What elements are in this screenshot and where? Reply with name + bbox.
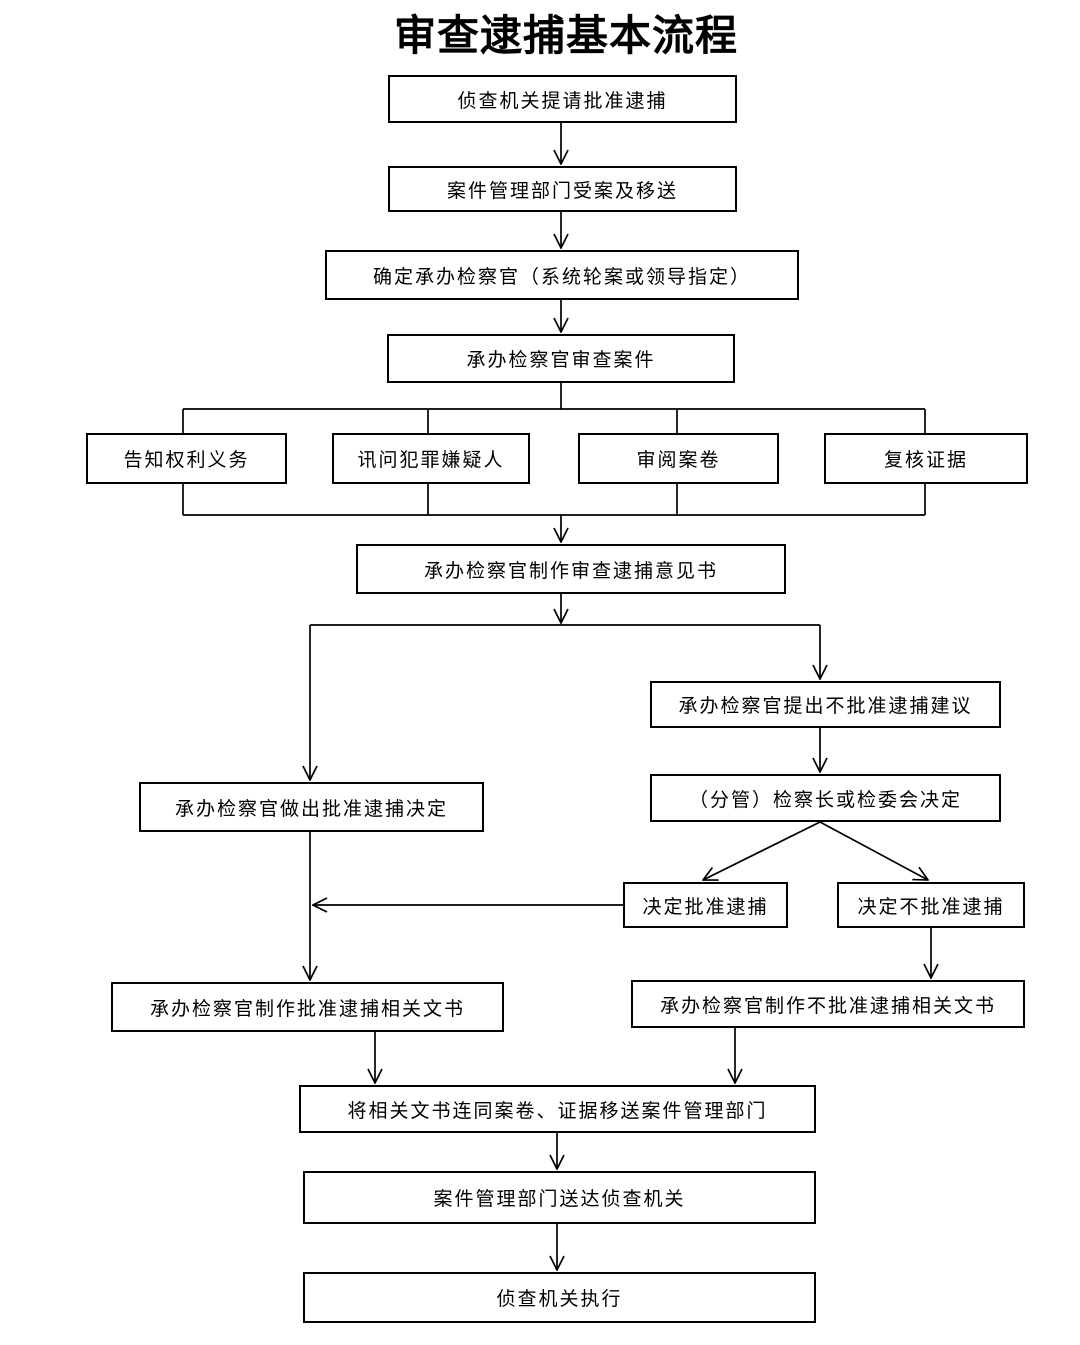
arrow-chief-to-decide-disapprove [819, 821, 928, 880]
diagram-title: 审查逮捕基本流程 [393, 11, 739, 60]
node-propose-disapproval: 承办检察官提出不批准逮捕建议 [650, 681, 1001, 728]
node-deliver-to-investigator: 案件管理部门送达侦查机关 [303, 1171, 816, 1224]
arrow-chief-to-decide-approve [703, 821, 821, 880]
node-interrogate-suspect: 讯问犯罪嫌疑人 [332, 433, 530, 484]
node-decide-disapprove: 决定不批准逮捕 [837, 882, 1025, 928]
node-draft-disapproval-docs: 承办检察官制作不批准逮捕相关文书 [631, 980, 1025, 1028]
node-draft-approval-docs: 承办检察官制作批准逮捕相关文书 [111, 982, 504, 1032]
node-review-case: 承办检察官审查案件 [387, 334, 735, 383]
node-request: 侦查机关提请批准逮捕 [388, 75, 737, 123]
node-execute: 侦查机关执行 [303, 1272, 816, 1323]
node-approve-decision: 承办检察官做出批准逮捕决定 [139, 782, 484, 832]
node-decide-approve: 决定批准逮捕 [623, 882, 788, 928]
node-case-mgmt-accept: 案件管理部门受案及移送 [388, 166, 737, 212]
node-draft-opinion: 承办检察官制作审查逮捕意见书 [356, 544, 786, 594]
node-chief-decision: （分管）检察长或检委会决定 [650, 774, 1001, 822]
node-verify-evidence: 复核证据 [824, 433, 1028, 484]
node-transfer-docs: 将相关文书连同案卷、证据移送案件管理部门 [299, 1085, 816, 1133]
node-assign-prosecutor: 确定承办检察官（系统轮案或领导指定） [325, 250, 799, 300]
node-inform-rights: 告知权利义务 [86, 433, 287, 484]
node-review-files: 审阅案卷 [578, 433, 779, 484]
